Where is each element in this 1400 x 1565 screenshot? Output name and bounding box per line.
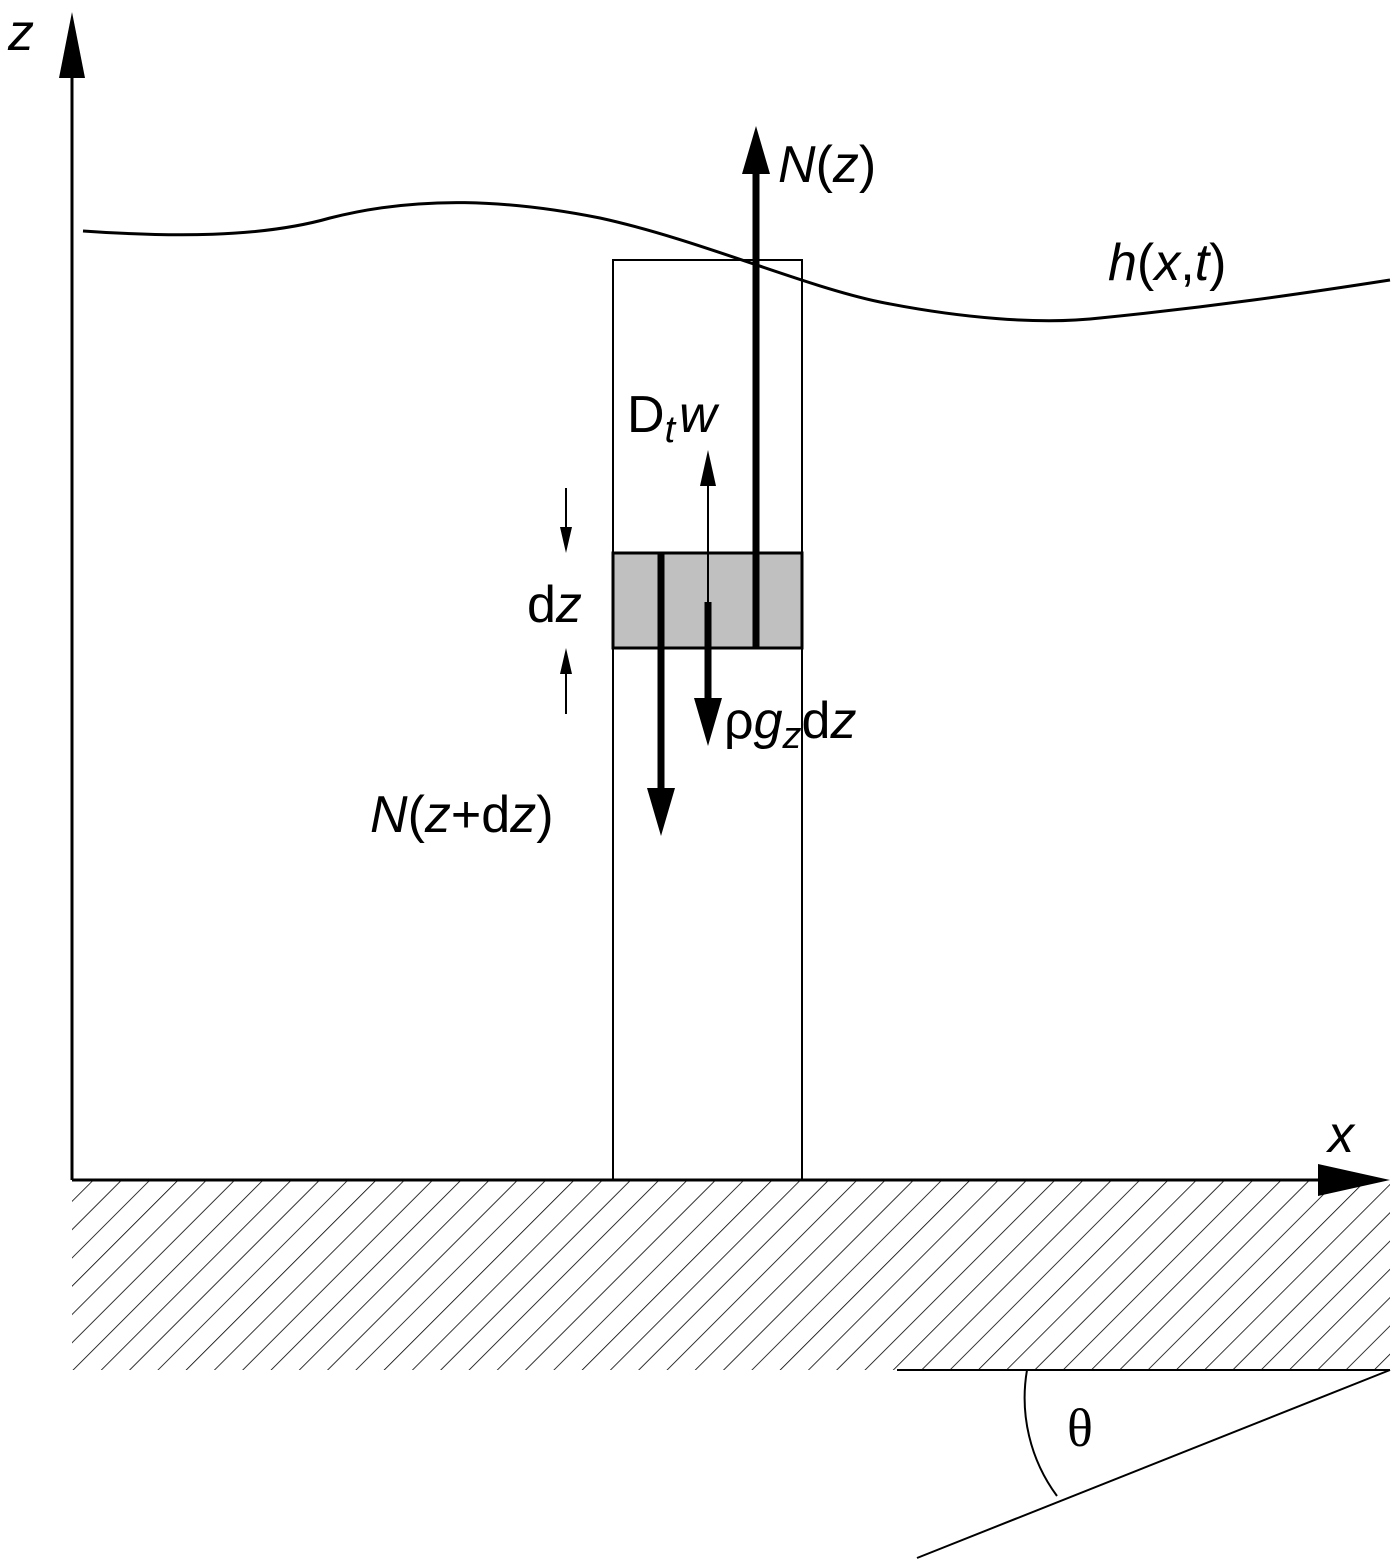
acceleration-arrowhead	[700, 450, 716, 486]
force-N-z-plus-dz-arrowhead	[647, 788, 675, 836]
gravity-label: ρgzdz	[724, 692, 856, 757]
z-axis-label: z	[7, 4, 34, 62]
angle-theta-label: θ	[1067, 1398, 1093, 1458]
dz-dimension-arrow-bottom-head	[560, 648, 572, 674]
ground-hatched-region	[72, 1180, 1390, 1370]
angle-arc	[1023, 1369, 1058, 1497]
gravity-force-arrowhead	[694, 698, 722, 746]
incline-line	[916, 1369, 1391, 1559]
z-axis-arrowhead	[59, 12, 85, 78]
acceleration-label: Dtw	[627, 386, 720, 451]
surface-height-label: h(x,t)	[1108, 234, 1226, 292]
x-axis-arrowhead	[1318, 1164, 1390, 1196]
bottom-force-label: N(z+dz)	[370, 786, 554, 844]
force-N-z-arrowhead	[742, 126, 770, 174]
slab-thickness-label: dz	[527, 576, 582, 634]
free-surface-curve	[82, 201, 1391, 323]
top-force-label: N(z)	[778, 136, 876, 194]
x-axis-label: x	[1325, 1106, 1356, 1164]
dz-dimension-arrow-top-head	[560, 527, 572, 553]
